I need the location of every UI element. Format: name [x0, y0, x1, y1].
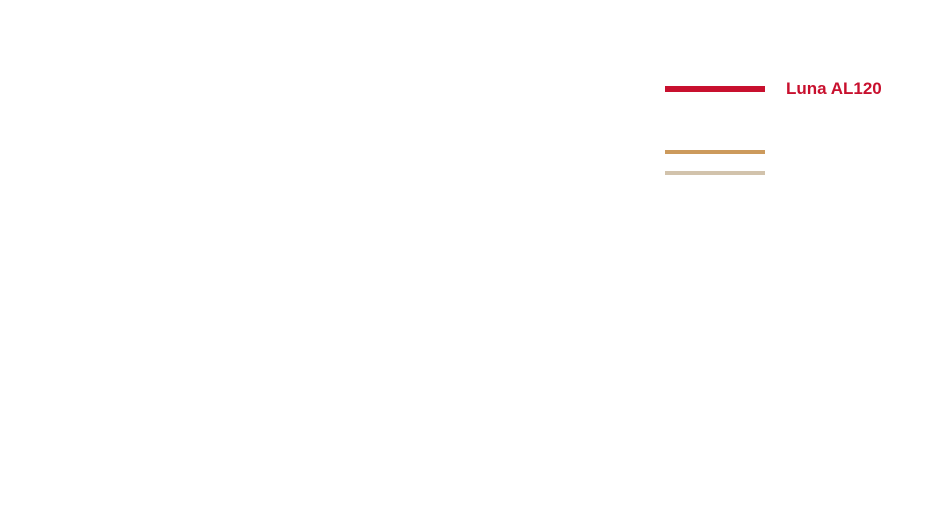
legend-item-series-3 — [665, 164, 765, 182]
legend-swatch-luna-al120 — [665, 86, 765, 92]
legend-swatch-series-2 — [665, 150, 765, 154]
legend-item-series-2 — [665, 143, 765, 161]
legend-label-luna-al120: Luna AL120 — [786, 79, 882, 98]
legend-item-luna-al120: Luna AL120 — [665, 79, 882, 98]
legend-swatch-series-3 — [665, 171, 765, 175]
